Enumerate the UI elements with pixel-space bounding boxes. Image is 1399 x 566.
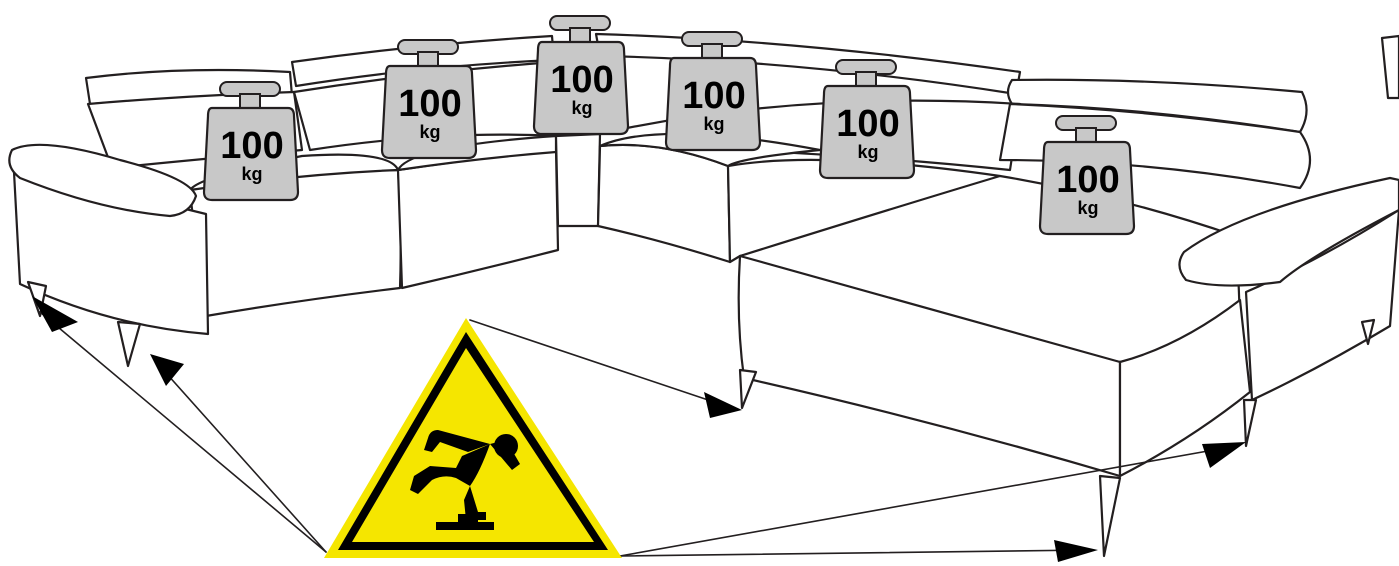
- weight-unit: kg: [857, 142, 878, 162]
- weight-value: 100: [836, 103, 899, 145]
- weight-unit: kg: [419, 122, 440, 142]
- weight-value: 100: [682, 75, 745, 117]
- arrow-icon: [150, 354, 184, 386]
- arrow-icon: [1202, 442, 1246, 468]
- weight-value: 100: [398, 83, 461, 125]
- weight-value: 100: [220, 125, 283, 167]
- arrow-icon: [704, 392, 742, 418]
- weight-value: 100: [1056, 159, 1119, 201]
- weight-unit: kg: [1077, 198, 1098, 218]
- weight-unit: kg: [241, 164, 262, 184]
- trip-hazard-warning-icon: [324, 318, 622, 558]
- weight-value: 100: [550, 59, 613, 101]
- weight-unit: kg: [571, 98, 592, 118]
- arrow-icon: [1054, 540, 1098, 562]
- weight-unit: kg: [703, 114, 724, 134]
- sofa-left-armrest: [9, 145, 208, 366]
